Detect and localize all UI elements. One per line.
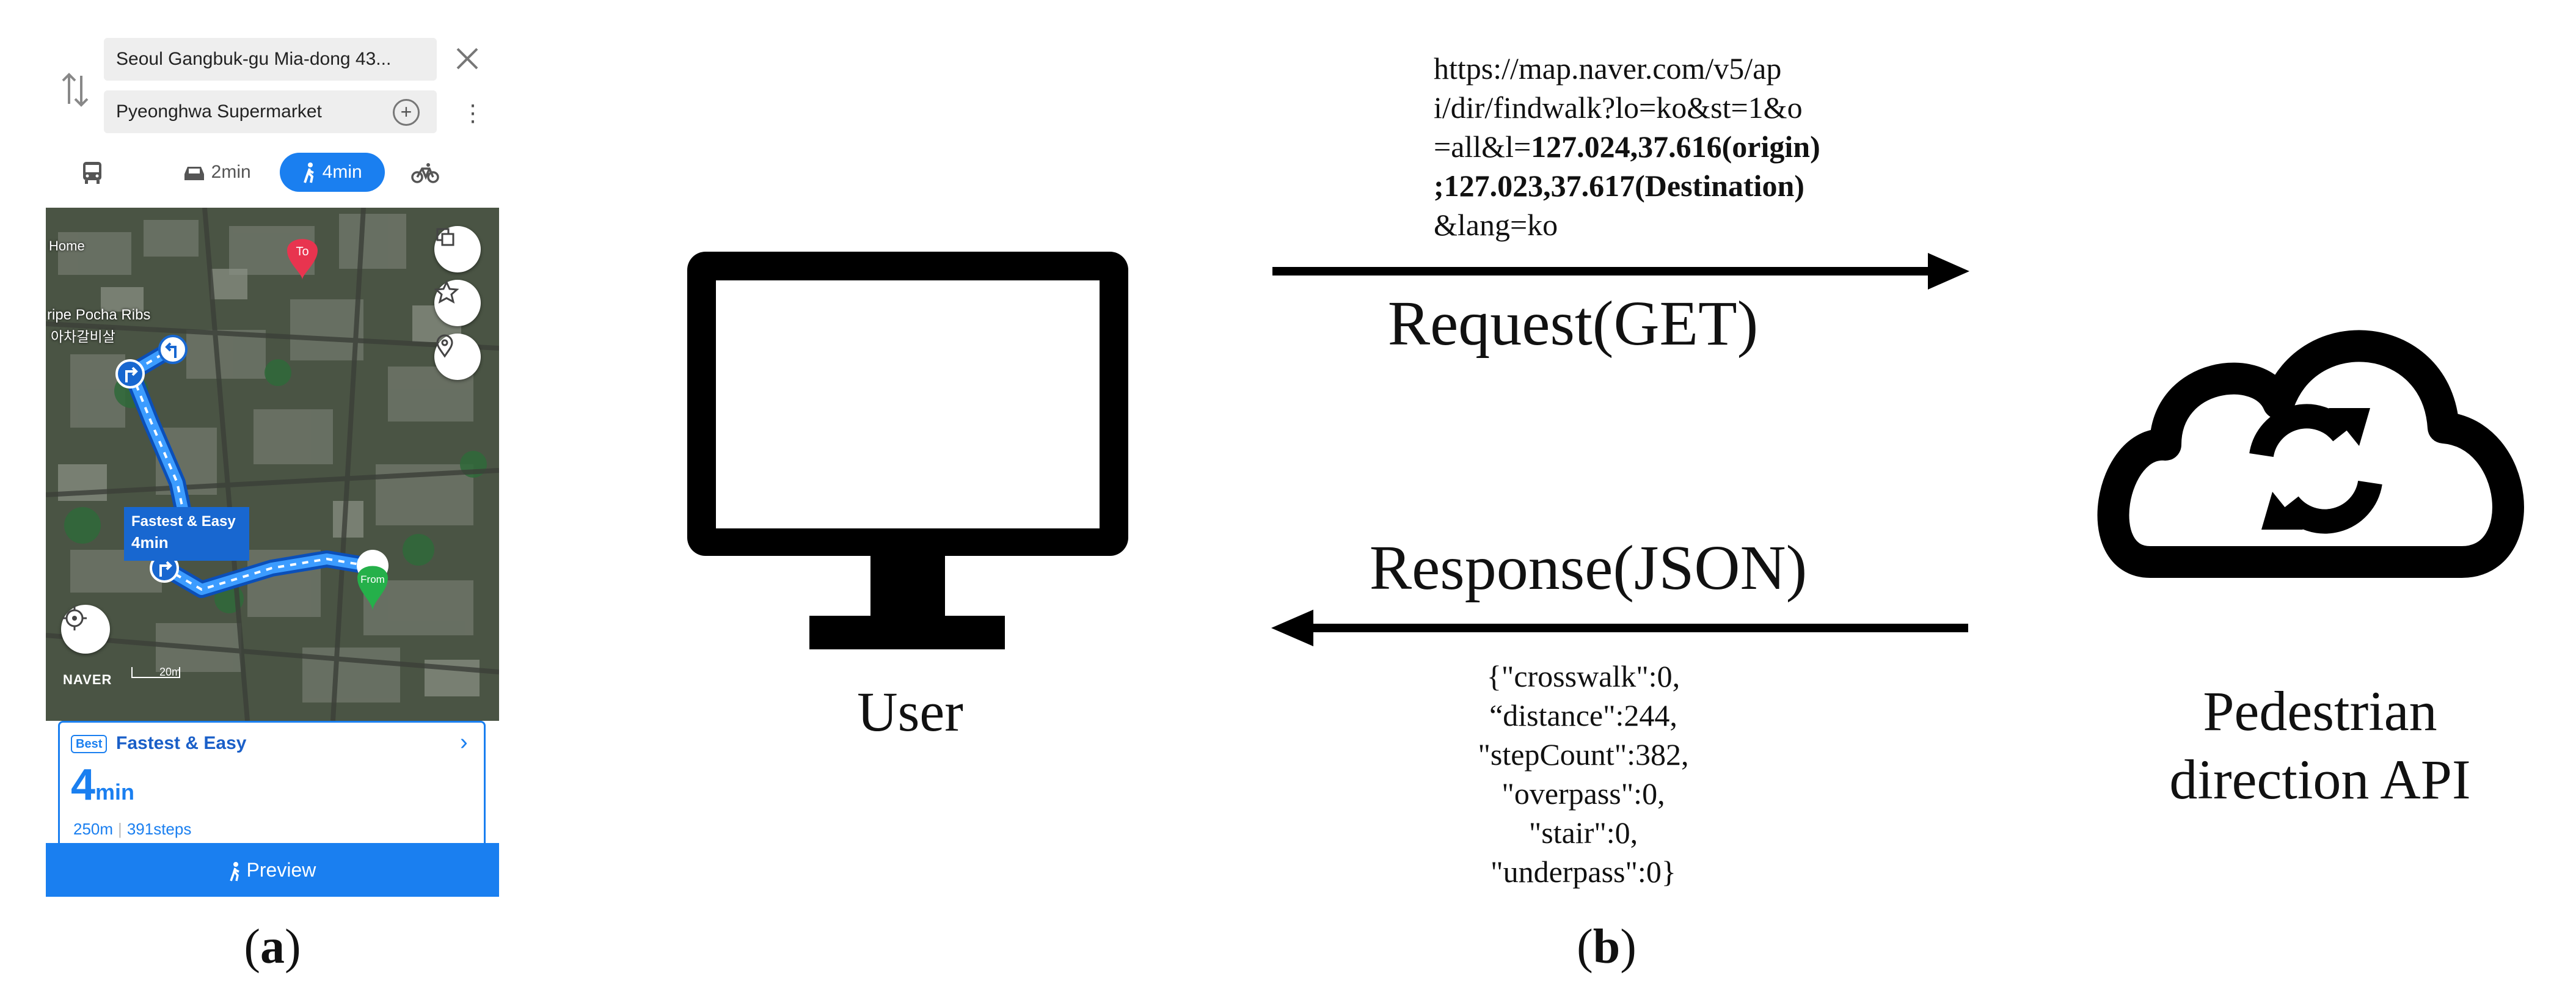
- favorite-button[interactable]: [434, 280, 481, 326]
- route-tag-title: Fastest & Easy: [131, 513, 236, 530]
- map-layers-button[interactable]: [434, 226, 481, 272]
- pin-icon: [436, 334, 453, 358]
- map-label-place-ko: 아차갈비살: [51, 329, 115, 345]
- arrow-left-icon: [1271, 610, 1968, 646]
- route-card[interactable]: Best Fastest & Easy › 4min 250m|391steps: [58, 721, 486, 850]
- request-url-line: =all&l=127.024,37.616(origin): [1434, 127, 1983, 166]
- response-json: {"crosswalk":0, “distance":244, "stepCou…: [1370, 657, 1797, 891]
- destination-text: Pyeonghwa Supermarket: [116, 101, 322, 122]
- route-distance: 250m: [73, 820, 114, 838]
- phone-screenshot: Seoul Gangbuk-gu Mia-dong 43... Pyeonghw…: [46, 24, 499, 897]
- request-url-destination: ;127.023,37.617(Destination): [1434, 169, 1804, 203]
- route-tag: Fastest & Easy 4min: [124, 507, 249, 561]
- close-icon[interactable]: [453, 43, 482, 75]
- response-json-line: "stepCount":382,: [1478, 737, 1689, 772]
- preview-button[interactable]: Preview: [46, 843, 499, 897]
- scale-bar: [131, 667, 180, 678]
- swap-direction-icon[interactable]: [60, 68, 90, 111]
- caption-a-letter: a: [260, 920, 285, 974]
- bus-icon: [83, 162, 101, 184]
- preview-label: Preview: [246, 859, 316, 881]
- caption-b-letter: b: [1593, 920, 1621, 974]
- tab-bike[interactable]: [403, 153, 447, 192]
- tab-transit[interactable]: [70, 153, 114, 192]
- request-url-line: https://map.naver.com/v5/ap: [1434, 51, 1782, 86]
- origin-input[interactable]: Seoul Gangbuk-gu Mia-dong 43...: [104, 38, 437, 81]
- response-json-line: "stair":0,: [1528, 816, 1638, 850]
- car-icon: [184, 167, 205, 181]
- request-url-plain: =all&l=: [1434, 130, 1531, 164]
- request-url: https://map.naver.com/v5/ap i/dir/findwa…: [1434, 49, 1983, 244]
- arrow-right-icon: [1272, 253, 1969, 290]
- destination-pin-icon: [287, 239, 318, 280]
- route-tag-time: 4min: [131, 533, 169, 552]
- response-json-line: “distance":244,: [1489, 698, 1677, 732]
- monitor-icon: [687, 252, 1128, 649]
- current-location-button[interactable]: [61, 605, 110, 654]
- crosshair-icon: [62, 606, 87, 630]
- cloud-sync-icon: [2097, 330, 2524, 578]
- origin-pin-label: From: [360, 574, 385, 585]
- layers-icon: [436, 228, 454, 246]
- route-steps: 391steps: [126, 820, 192, 838]
- best-badge: Best: [71, 735, 108, 753]
- car-time: 2min: [211, 162, 251, 182]
- route-card-time: 4min: [71, 761, 134, 809]
- turn-markers: [115, 335, 203, 583]
- destination-pin-label: To: [296, 245, 308, 258]
- request-label: Request(GET): [1387, 288, 1759, 359]
- api-label-line: direction API: [2169, 748, 2471, 811]
- route-dash: [130, 347, 364, 591]
- user-label: User: [857, 681, 963, 743]
- request-url-line: &lang=ko: [1434, 208, 1558, 242]
- origin-pin-icon: [357, 550, 389, 611]
- request-url-line: i/dir/findwalk?lo=ko&st=1&o: [1434, 90, 1803, 125]
- add-waypoint-icon[interactable]: +: [393, 99, 420, 126]
- map-view[interactable]: To From Home ripe Pocha Ribs 아차갈비살: [46, 208, 499, 721]
- caption-a: (a): [244, 920, 301, 974]
- chevron-right-icon[interactable]: ›: [460, 729, 468, 755]
- response-json-line: "underpass":0}: [1491, 855, 1676, 889]
- caption-b: (b): [1577, 920, 1636, 974]
- api-label: Pedestrian direction API: [2076, 677, 2564, 814]
- naver-logo: NAVER: [63, 672, 112, 687]
- tab-car[interactable]: 2min: [168, 153, 266, 192]
- response-json-line: {"crosswalk":0,: [1486, 659, 1680, 693]
- walk-time: 4min: [322, 162, 362, 182]
- tab-walk[interactable]: 4min: [280, 153, 385, 192]
- location-pin-button[interactable]: [434, 334, 481, 380]
- route-card-title: Fastest & Easy: [116, 733, 247, 753]
- map-label-place: ripe Pocha Ribs: [47, 307, 151, 323]
- request-url-line: ;127.023,37.617(Destination): [1434, 166, 1983, 205]
- meta-separator: |: [118, 820, 122, 838]
- star-icon: [434, 280, 459, 304]
- destination-input[interactable]: Pyeonghwa Supermarket: [104, 90, 437, 133]
- transport-mode-tabs: 2min 4min: [46, 147, 499, 198]
- walk-icon: [304, 162, 315, 183]
- request-url-origin: 127.024,37.616(origin): [1531, 130, 1820, 164]
- response-json-line: "overpass":0,: [1501, 776, 1665, 811]
- route-card-meta: 250m|391steps: [73, 819, 191, 839]
- response-label: Response(JSON): [1369, 533, 1808, 603]
- walk-icon: [229, 861, 239, 881]
- scale-label: 20m: [159, 666, 181, 678]
- api-label-line: Pedestrian: [2203, 680, 2437, 742]
- bike-icon: [411, 163, 439, 183]
- route-time-unit: min: [95, 779, 135, 805]
- map-label-home: Home: [49, 238, 85, 254]
- route-time-value: 4: [71, 761, 96, 809]
